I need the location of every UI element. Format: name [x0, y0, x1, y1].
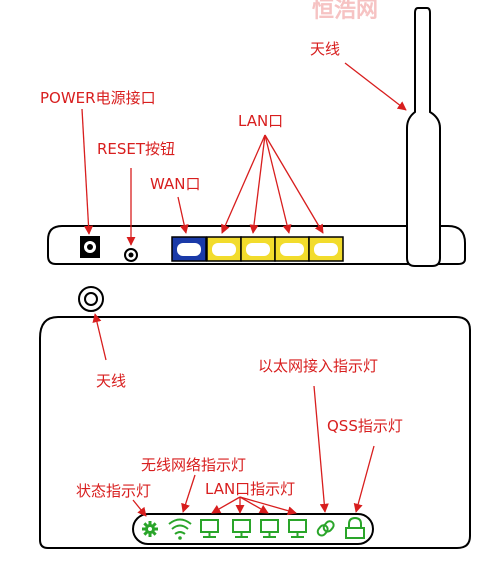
status-gear-icon [142, 521, 158, 537]
label-status-indicator: 状态指示灯 [76, 482, 152, 500]
label-wireless-indicator: 无线网络指示灯 [141, 456, 247, 474]
annotation-arrows [81, 62, 407, 517]
antenna-front-view [78, 286, 104, 312]
arrow-wan-port [177, 196, 189, 234]
wireless-signal-icon [168, 518, 192, 540]
arrow-lan-indicator-1 [211, 496, 241, 514]
label-ethernet-indicator: 以太网接入指示灯 [258, 357, 379, 375]
lan-port-2 [240, 236, 276, 262]
label-reset-button: RESET按钮 [97, 140, 176, 158]
arrow-lan-port-3 [264, 134, 292, 234]
arrow-antenna-front [92, 313, 107, 361]
arrow-ethernet-indicator [313, 385, 329, 513]
arrow-wireless-indicator [181, 474, 196, 513]
antenna-top [406, 7, 441, 267]
lan-indicator-1-icon [200, 519, 219, 538]
power-jack [80, 236, 100, 258]
label-power-port: POWER电源接口 [40, 89, 156, 107]
lan-indicator-2-icon [232, 519, 251, 538]
arrow-antenna-top [344, 62, 407, 111]
arrow-qss-indicator [353, 445, 375, 513]
label-antenna-front: 天线 [96, 372, 127, 390]
lan-port-3 [274, 236, 310, 262]
ethernet-link-icon [316, 520, 335, 537]
arrow-lan-port-2 [249, 134, 266, 234]
arrow-lan-indicator-3 [239, 496, 269, 514]
arrow-power-port [81, 108, 94, 235]
reset-button-hole [124, 248, 138, 262]
arrow-lan-port-4 [264, 134, 324, 234]
lan-port-4 [308, 236, 344, 262]
indicator-strip [132, 513, 374, 545]
lan-indicator-4-icon [288, 519, 307, 538]
lan-port-1 [206, 236, 242, 262]
watermark: 恒浩网 [312, 0, 379, 23]
lan-indicator-3-icon [260, 519, 279, 538]
wan-port [171, 236, 207, 262]
label-lan-indicators: LAN口指示灯 [205, 480, 296, 498]
label-qss-indicator: QSS指示灯 [327, 417, 403, 435]
arrow-status-indicator [132, 499, 147, 517]
label-lan-ports-back: LAN口 [238, 112, 284, 130]
label-antenna-top: 天线 [310, 40, 341, 58]
arrow-lan-indicator-4 [239, 496, 297, 516]
label-wan-port: WAN口 [150, 175, 201, 193]
qss-lock-icon [345, 516, 365, 539]
arrow-lan-port-1 [221, 134, 266, 234]
